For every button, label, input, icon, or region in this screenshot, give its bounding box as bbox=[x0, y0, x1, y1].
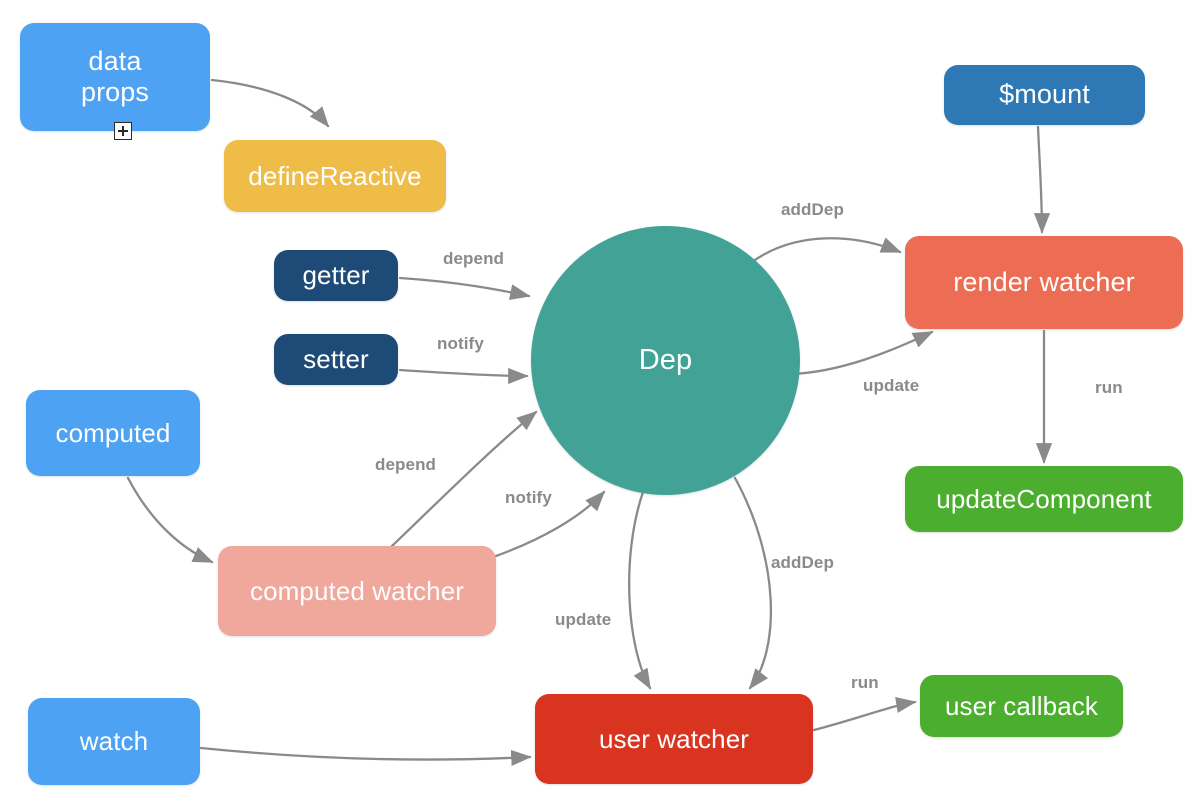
node-dep[interactable]: Dep bbox=[531, 226, 800, 495]
edge-label-lbl-notify-computed: notify bbox=[505, 488, 552, 507]
node-mount[interactable]: $mount bbox=[944, 65, 1145, 125]
edge-e-data-definereactive bbox=[210, 78, 330, 128]
node-user-watcher[interactable]: user watcher bbox=[535, 694, 813, 784]
expand-plus-icon[interactable] bbox=[114, 122, 132, 140]
edge-label-lbl-update-render: update bbox=[863, 376, 920, 395]
node-data-props[interactable]: data props bbox=[20, 23, 210, 131]
edge-e-computed-cwatcher bbox=[126, 476, 214, 564]
edge-e-watch-userwatcher bbox=[199, 746, 532, 766]
edge-e-dep-userwatcher-update bbox=[628, 490, 652, 690]
node-setter[interactable]: setter bbox=[274, 334, 398, 385]
node-getter[interactable]: getter bbox=[274, 250, 398, 301]
node-render-watcher[interactable]: render watcher bbox=[905, 236, 1183, 329]
edge-e-dep-renderwatcher-update bbox=[790, 330, 934, 376]
edge-e-cwatcher-dep-depend bbox=[390, 410, 538, 548]
edge-label-lbl-notify-setter: notify bbox=[437, 334, 484, 353]
edge-e-dep-userwatcher-adddep bbox=[733, 476, 773, 690]
node-watch[interactable]: watch bbox=[28, 698, 200, 785]
edge-label-lbl-adddep-user: addDep bbox=[771, 553, 834, 572]
node-user-callback[interactable]: user callback bbox=[920, 675, 1123, 737]
edge-e-getter-dep bbox=[398, 276, 531, 301]
edge-label-lbl-update-user: update bbox=[555, 610, 612, 629]
edge-label-lbl-depend-computed: depend bbox=[375, 455, 437, 474]
node-update-component[interactable]: updateComponent bbox=[905, 466, 1183, 532]
node-computed[interactable]: computed bbox=[26, 390, 200, 476]
edge-label-lbl-adddep-render: addDep bbox=[781, 200, 844, 219]
node-define-reactive[interactable]: defineReactive bbox=[224, 140, 446, 212]
edge-label-lbl-run-update-component: run bbox=[1095, 378, 1123, 397]
edge-e-dep-renderwatcher-adddep bbox=[750, 237, 902, 264]
edge-label-lbl-depend-getter: depend bbox=[443, 249, 505, 268]
node-computed-watcher[interactable]: computed watcher bbox=[218, 546, 496, 636]
edge-e-setter-dep bbox=[398, 367, 529, 385]
edge-e-userwatcher-usercallback bbox=[812, 697, 917, 732]
edge-label-lbl-run-user-callback: run bbox=[851, 673, 879, 692]
edge-e-mount-renderwatcher bbox=[1033, 125, 1051, 234]
